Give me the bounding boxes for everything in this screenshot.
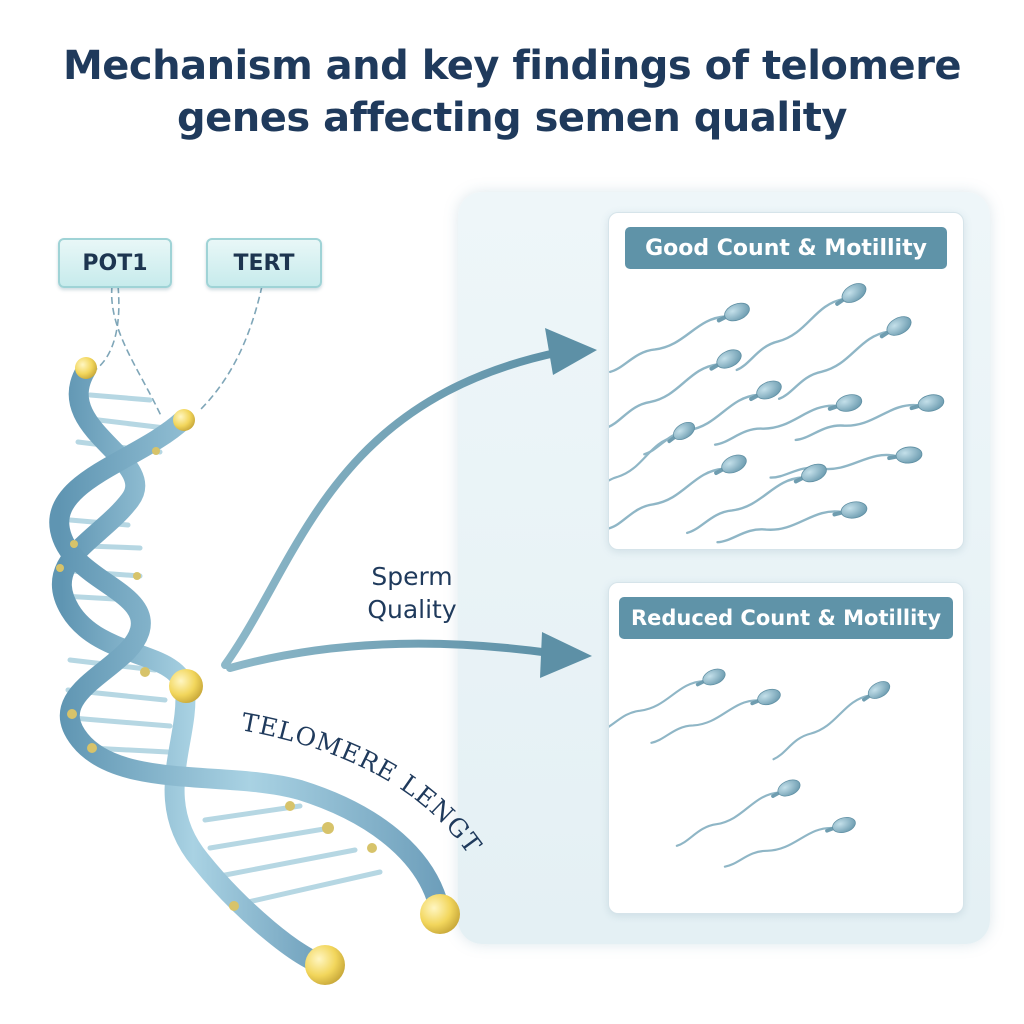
page-title: Mechanism and key findings of telomere g…	[0, 40, 1024, 144]
sperm-quality-line-2: Quality	[367, 595, 457, 624]
good-sperm-3	[777, 316, 912, 400]
good-sperm-10	[609, 454, 747, 530]
pot1-connector-2	[91, 285, 120, 373]
arrow-head-good	[545, 328, 597, 375]
reduced-sperm-5	[723, 817, 856, 868]
good-sperm-9	[769, 446, 923, 479]
good-sperm-field	[609, 283, 945, 544]
good-sperm-11	[685, 463, 827, 535]
good-sperm-1	[609, 302, 750, 374]
arrow-to-good	[221, 348, 564, 669]
reduced-sperm-group	[609, 668, 891, 868]
reduced-sperm-2	[650, 688, 781, 744]
telomere-cap-top-right	[173, 409, 195, 431]
gene-connectors	[91, 285, 263, 419]
arrow-head-reduced	[540, 632, 592, 678]
good-sperm-6	[713, 394, 863, 446]
gene-box-pot1: POT1	[58, 238, 172, 288]
good-sperm-4	[609, 349, 742, 429]
title-line-2: genes affecting semen quality	[177, 95, 847, 141]
gene-label-pot1: POT1	[82, 250, 148, 276]
telomere-cap-bottom-left	[305, 945, 345, 985]
dna-helix	[49, 357, 460, 985]
reduced-sperm-3	[772, 681, 891, 761]
good-sperm-2	[735, 283, 867, 372]
telomere-cap-middle	[169, 669, 203, 703]
reduced-sperm-field	[609, 668, 891, 868]
tert-connector	[199, 285, 263, 411]
gene-label-tert: TERT	[233, 250, 295, 276]
sperm-quality-label: Sperm Quality	[352, 560, 472, 626]
telomere-caps	[75, 357, 460, 985]
arrow-to-reduced	[226, 639, 554, 672]
title-line-1: Mechanism and key findings of telomere	[62, 43, 962, 89]
sperm-quality-line-1: Sperm	[371, 562, 453, 591]
reduced-quality-panel: Reduced Count & Motillity	[608, 582, 964, 914]
pot1-connector	[110, 285, 163, 419]
good-sperm-group	[609, 283, 945, 544]
good-sperm-12	[716, 501, 868, 544]
good-sperm-8	[794, 394, 945, 442]
telomere-cap-bottom-right	[420, 894, 460, 934]
dna-nodes	[56, 447, 377, 911]
reduced-sperm-4	[675, 779, 801, 847]
good-panel-header: Good Count & Motillity	[625, 227, 947, 269]
good-quality-panel: Good Count & Motillity	[608, 212, 964, 550]
reduced-sperm-1	[609, 668, 726, 732]
gene-box-tert: TERT	[206, 238, 322, 288]
flow-arrows	[221, 328, 597, 678]
good-sperm-7	[609, 421, 695, 505]
reduced-panel-header: Reduced Count & Motillity	[619, 597, 953, 639]
telomere-cap-top-left	[75, 357, 97, 379]
dna-strand-b	[49, 410, 450, 922]
